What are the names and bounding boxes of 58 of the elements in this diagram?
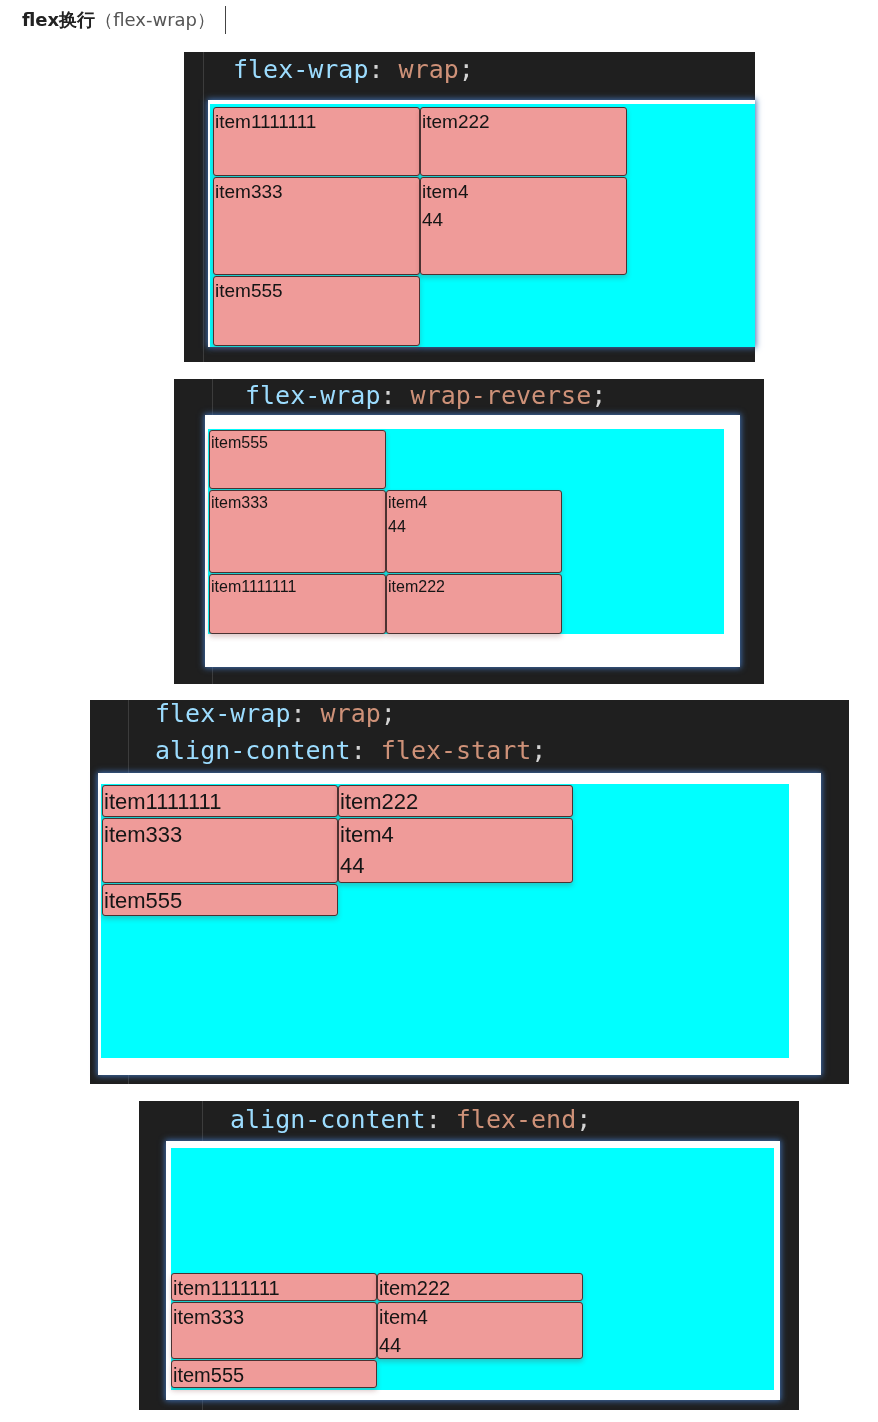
item-label: item1111111 (215, 110, 317, 134)
item-label: item1111111 (211, 577, 297, 597)
heading: flex换行（flex-wrap） (22, 8, 215, 32)
flex-item (213, 177, 420, 275)
code-line: align-content: flex-start; (155, 736, 547, 766)
item-label: item222 (379, 1276, 451, 1301)
item-label: item333 (215, 180, 283, 204)
item-label: item222 (422, 110, 490, 134)
code-editor-panel (90, 700, 849, 1084)
flex-item (377, 1273, 583, 1301)
item-label: item555 (211, 433, 268, 453)
flex-item (209, 490, 386, 573)
item-label: item222 (340, 788, 419, 816)
flex-item (213, 276, 420, 346)
code-editor-panel (184, 52, 755, 362)
flex-item (420, 107, 627, 176)
flex-item (209, 574, 386, 634)
item-label: item333 (211, 493, 268, 513)
code-line: flex-wrap: wrap; (155, 699, 396, 729)
item-label: item333 (104, 821, 183, 849)
flex-item (102, 818, 338, 883)
flex-item (420, 177, 627, 275)
flex-item (377, 1302, 583, 1359)
item-label: item333 (173, 1305, 245, 1330)
flex-item (338, 785, 573, 817)
code-editor-panel (139, 1101, 799, 1410)
flex-container (210, 104, 755, 347)
code-line: flex-wrap: wrap-reverse; (245, 381, 607, 411)
flex-item (386, 490, 562, 573)
item-label: item1111111 (173, 1276, 280, 1301)
code-line: align-content: flex-end; (230, 1105, 592, 1135)
flex-item (386, 574, 562, 634)
flex-item (102, 785, 338, 817)
item-label: item4 (422, 180, 469, 204)
flex-item (102, 884, 338, 916)
flex-item (338, 818, 573, 883)
code-line: flex-wrap: wrap; (233, 55, 474, 85)
item-label: 44 (379, 1333, 402, 1358)
item-label: item4 (340, 821, 394, 849)
flex-item (171, 1302, 377, 1359)
item-label: 44 (388, 517, 406, 537)
code-editor-panel (174, 379, 764, 684)
flex-container (171, 1148, 774, 1390)
flex-item (209, 430, 386, 489)
flex-container (101, 784, 789, 1058)
item-label: item222 (388, 577, 445, 597)
flex-item (213, 107, 420, 176)
item-label: item4 (379, 1305, 428, 1330)
item-label: 44 (422, 208, 444, 232)
flex-container (208, 429, 724, 634)
item-label: 44 (340, 852, 365, 880)
item-label: item555 (173, 1363, 245, 1388)
item-label: item1111111 (104, 788, 222, 816)
item-label: item555 (104, 887, 183, 915)
item-label: item4 (388, 493, 428, 513)
flex-item (171, 1273, 377, 1301)
flex-item (171, 1360, 377, 1388)
item-label: item555 (215, 279, 283, 303)
